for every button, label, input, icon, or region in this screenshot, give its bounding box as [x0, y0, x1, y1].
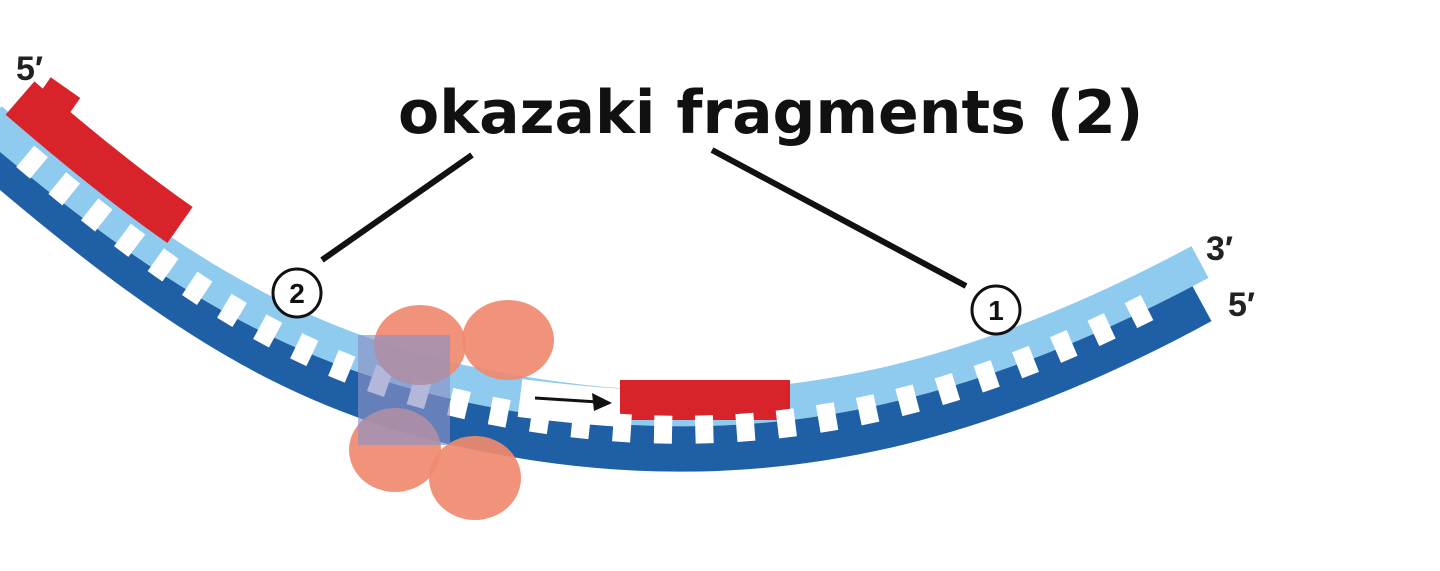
label-5prime-top-left: 5′	[16, 50, 43, 88]
fragment-marker-2: 2	[271, 267, 323, 319]
base-pair-rung	[80, 198, 113, 232]
synthesis-arrow	[534, 393, 612, 411]
base-pair-rung	[694, 415, 714, 444]
base-pair-rung	[253, 314, 283, 348]
base-pair-rung	[48, 172, 81, 206]
base-pair-rung	[973, 360, 1000, 393]
base-pair-rung	[181, 271, 213, 305]
base-pair-rung	[446, 387, 471, 420]
primer-left-cap	[27, 77, 81, 131]
base-pair-rung	[1050, 329, 1078, 363]
single-strand-gap	[517, 379, 627, 427]
base-pair-rung	[290, 333, 319, 367]
base-pair-rung	[570, 409, 592, 440]
base-pair-rung	[16, 145, 48, 179]
base-pair-rung	[855, 394, 880, 426]
base-pair-rung	[328, 349, 356, 383]
base-pair-rung	[735, 412, 756, 443]
base-pair-rung	[529, 403, 551, 435]
base-pair-rung	[217, 293, 247, 328]
label-3prime-right: 3′	[1206, 230, 1233, 268]
diagram-title: okazaki fragments (2)	[398, 78, 1143, 148]
label-5prime-right: 5′	[1228, 286, 1255, 324]
pointer-line-1	[710, 147, 968, 289]
base-pair-rung	[113, 223, 146, 257]
pointer-line-2	[320, 152, 474, 263]
base-pair-rung	[815, 402, 839, 433]
fragment-number-1: 1	[988, 295, 1004, 326]
base-pair-rung	[934, 373, 961, 406]
base-pair-rung	[1087, 313, 1116, 347]
base-pair-rung	[612, 413, 632, 443]
base-pair-rung	[487, 396, 511, 428]
fragment-number-2: 2	[289, 278, 305, 309]
base-pairs	[16, 145, 1154, 444]
base-pair-rung	[653, 415, 673, 444]
fragment-marker-1: 1	[970, 284, 1022, 336]
base-pair-rung	[1124, 295, 1154, 329]
dna-polymerase	[349, 300, 554, 520]
primer-middle	[620, 380, 790, 420]
base-pair-rung	[775, 408, 797, 439]
template-strand	[0, 131, 1212, 472]
base-pair-rung	[1012, 345, 1039, 379]
base-pair-rung	[895, 384, 920, 417]
base-pair-rung	[147, 248, 179, 282]
